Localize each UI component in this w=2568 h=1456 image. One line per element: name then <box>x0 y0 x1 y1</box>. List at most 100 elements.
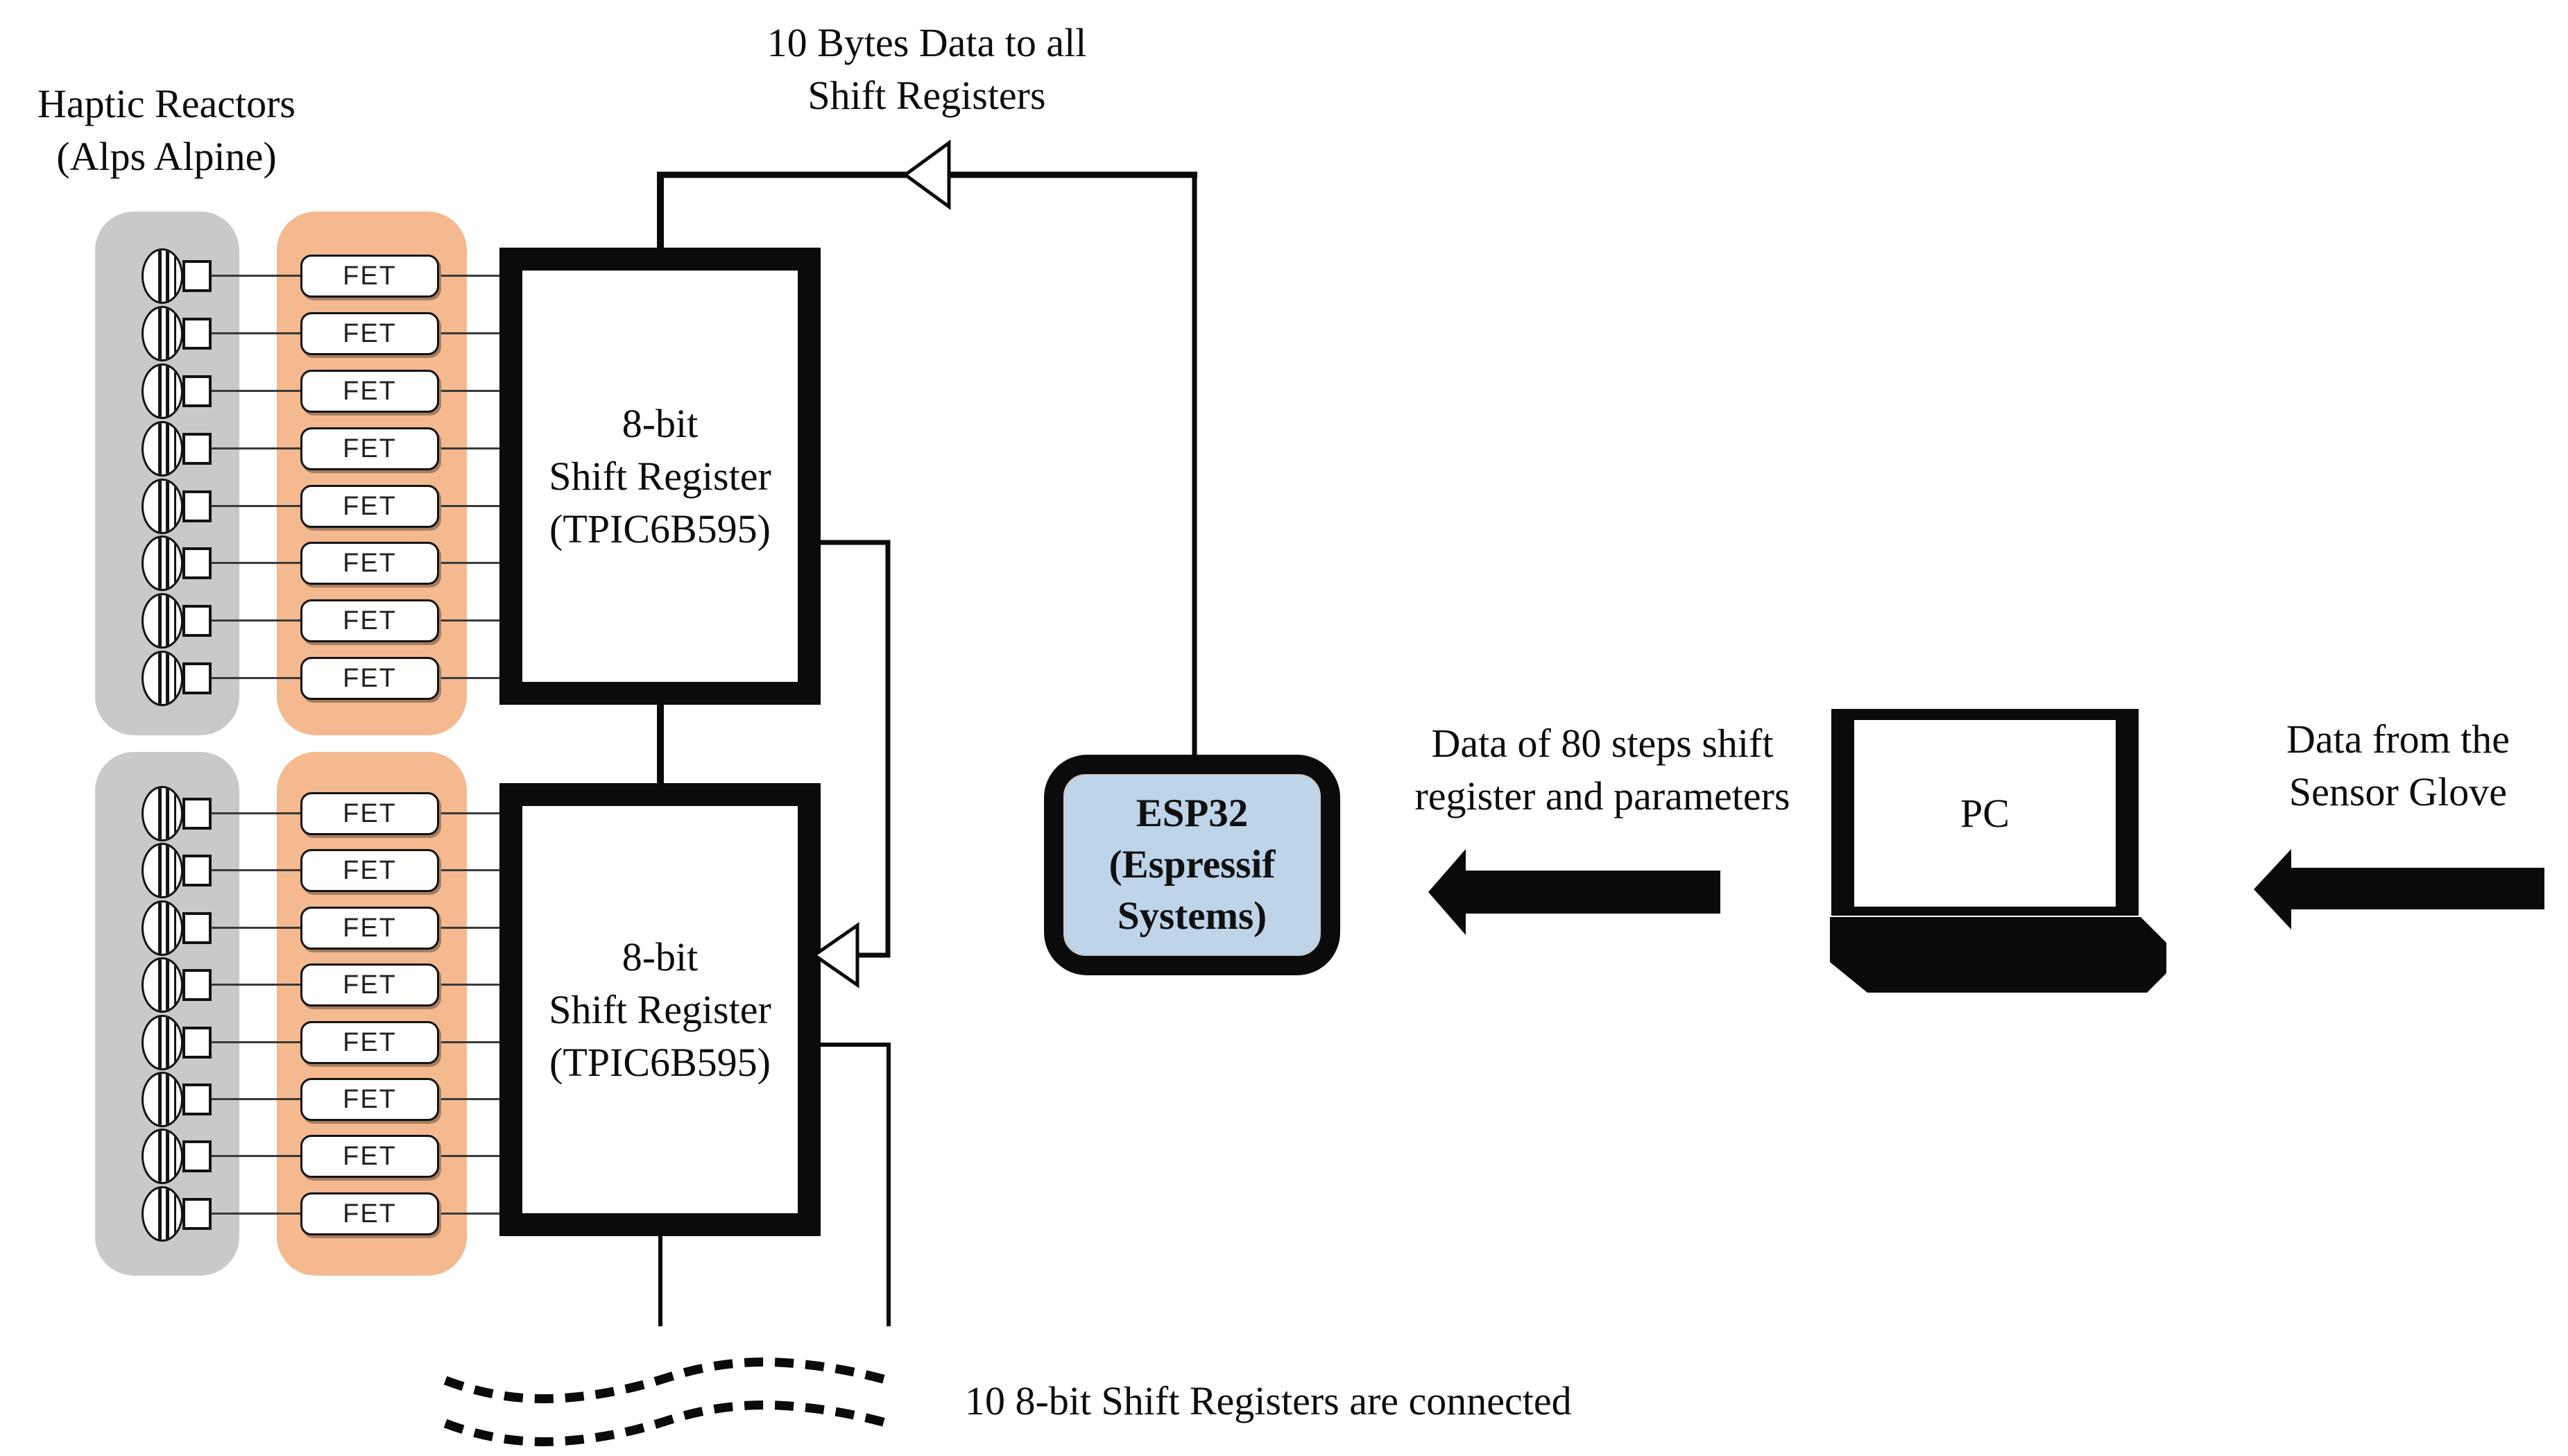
reactor-coil-bar <box>174 902 176 954</box>
reactor-coil-bar <box>158 653 162 704</box>
reactor-coil-bar <box>158 1017 162 1068</box>
fet-label: FET <box>343 664 397 693</box>
wire-register1-serial-out <box>821 540 891 958</box>
reactor-coil-bar <box>174 538 176 589</box>
wire-fet-to-register <box>441 275 502 277</box>
wire-arrowhead-register2-icon <box>811 922 859 988</box>
pc-label: PC <box>1960 790 2010 836</box>
shift-register-1-box: 8-bit Shift Register (TPIC6B595) <box>499 248 821 705</box>
fet-label: FET <box>343 434 397 463</box>
reactor-coil-bar <box>166 250 169 302</box>
wire-fet-to-register <box>441 677 502 679</box>
haptic-reactor-icon <box>142 306 183 361</box>
fet-box: FET <box>300 542 439 585</box>
haptic-reactor-icon <box>142 900 183 956</box>
fet-label: FET <box>343 914 397 943</box>
reactor-coil-bar <box>166 845 169 896</box>
fet-box: FET <box>300 1078 439 1121</box>
reactor-terminal-icon <box>182 260 212 292</box>
reactor-coil-bar <box>158 959 162 1011</box>
fet-label: FET <box>343 970 397 1000</box>
fet-box: FET <box>300 1021 439 1064</box>
reactor-coil-bar <box>166 481 169 532</box>
reactor-coil-bar <box>158 595 162 646</box>
fet-label: FET <box>343 1199 397 1228</box>
fet-box: FET <box>300 1192 439 1235</box>
reactor-coil-bar <box>158 902 162 954</box>
haptic-reactor-icon <box>142 786 183 841</box>
reactor-coil-bar <box>166 538 169 589</box>
reactor-coil-bar <box>174 308 176 359</box>
haptic-reactor-icon <box>142 593 183 649</box>
fet-box: FET <box>300 963 439 1007</box>
dashed-continuation-wave-2 <box>443 1400 889 1446</box>
reactor-coil-bar <box>166 959 169 1011</box>
fet-box: FET <box>300 1135 439 1178</box>
shift-register-1-label-line1: 8-bit <box>622 400 699 446</box>
bus-data-label-line1: 10 Bytes Data to all <box>767 20 1087 65</box>
reactor-terminal-icon <box>182 662 212 694</box>
wire-fet-to-register <box>441 984 502 986</box>
fet-label: FET <box>343 1085 397 1114</box>
wire-reactor-to-fet <box>212 505 300 507</box>
dashed-continuation-wave-1 <box>443 1357 889 1403</box>
reactor-coil-bar <box>158 1074 162 1125</box>
footer-note: 10 8-bit Shift Registers are connected <box>965 1378 1572 1423</box>
reactor-coil-bar <box>158 845 162 896</box>
arrow-label-to-pc-line2: Sensor Glove <box>2288 769 2508 814</box>
wire-fet-to-register <box>441 1155 502 1157</box>
reactor-coil-bar <box>166 423 169 474</box>
reactor-terminal-icon <box>182 1084 212 1115</box>
wire-reactor-to-fet <box>212 1155 300 1157</box>
reactor-coil-bar <box>174 250 176 302</box>
reactor-coil-bar <box>166 788 169 839</box>
fet-label: FET <box>343 1142 397 1171</box>
reactor-coil-bar <box>166 1017 169 1068</box>
fet-box: FET <box>300 485 439 528</box>
reactor-coil-bar <box>166 366 169 417</box>
reactor-coil-bar <box>174 1074 176 1125</box>
shift-register-2-label-line2: Shift Register <box>549 986 771 1032</box>
arrow-label-to-esp32-line1: Data of 80 steps shift <box>1431 721 1774 766</box>
reactor-coil-bar <box>174 788 176 839</box>
haptic-reactor-icon <box>142 536 183 591</box>
haptic-reactor-icon <box>142 248 183 304</box>
reactor-coil-bar <box>174 845 176 896</box>
haptic-reactor-icon <box>142 651 183 706</box>
fet-box: FET <box>300 849 439 892</box>
arrow-label-to-pc: Data from the Sensor Glove <box>2286 713 2510 819</box>
reactor-terminal-icon <box>182 912 212 944</box>
reactor-terminal-icon <box>182 969 212 1001</box>
reactor-terminal-icon <box>182 318 212 350</box>
wire-fet-to-register <box>441 332 502 334</box>
reactor-coil-bar <box>158 423 162 474</box>
wire-reactor-to-fet <box>212 562 300 564</box>
wire-fet-to-register <box>441 562 502 564</box>
reactor-terminal-icon <box>182 433 212 465</box>
reactor-coil-bar <box>174 1188 176 1240</box>
fet-label: FET <box>343 319 397 348</box>
arrow-label-to-pc-line1: Data from the <box>2286 717 2510 762</box>
reactor-coil-bar <box>158 250 162 302</box>
shift-register-1-label-line2: Shift Register <box>549 453 771 499</box>
wire-fet-to-register <box>441 1041 502 1043</box>
haptic-reactor-icon <box>142 479 183 534</box>
wire-reactor-to-fet <box>212 677 300 679</box>
pc-laptop-base-icon <box>1830 917 2166 993</box>
reactor-coil-bar <box>166 653 169 704</box>
fet-label: FET <box>343 1028 397 1057</box>
reactor-terminal-icon <box>182 1198 212 1230</box>
reactor-coil-bar <box>166 902 169 954</box>
haptic-reactor-icon <box>142 363 183 419</box>
wire-arrowhead-top-icon <box>902 139 951 210</box>
wire-register2-serial-out <box>821 1043 891 1326</box>
fet-label: FET <box>343 492 397 521</box>
wire-fet-to-register <box>441 1213 502 1215</box>
reactor-terminal-icon <box>182 605 212 637</box>
fet-label: FET <box>343 549 397 578</box>
fet-box: FET <box>300 370 439 413</box>
fet-label: FET <box>343 799 397 828</box>
reactor-coil-bar <box>174 653 176 704</box>
haptic-reactor-icon <box>142 1015 183 1070</box>
